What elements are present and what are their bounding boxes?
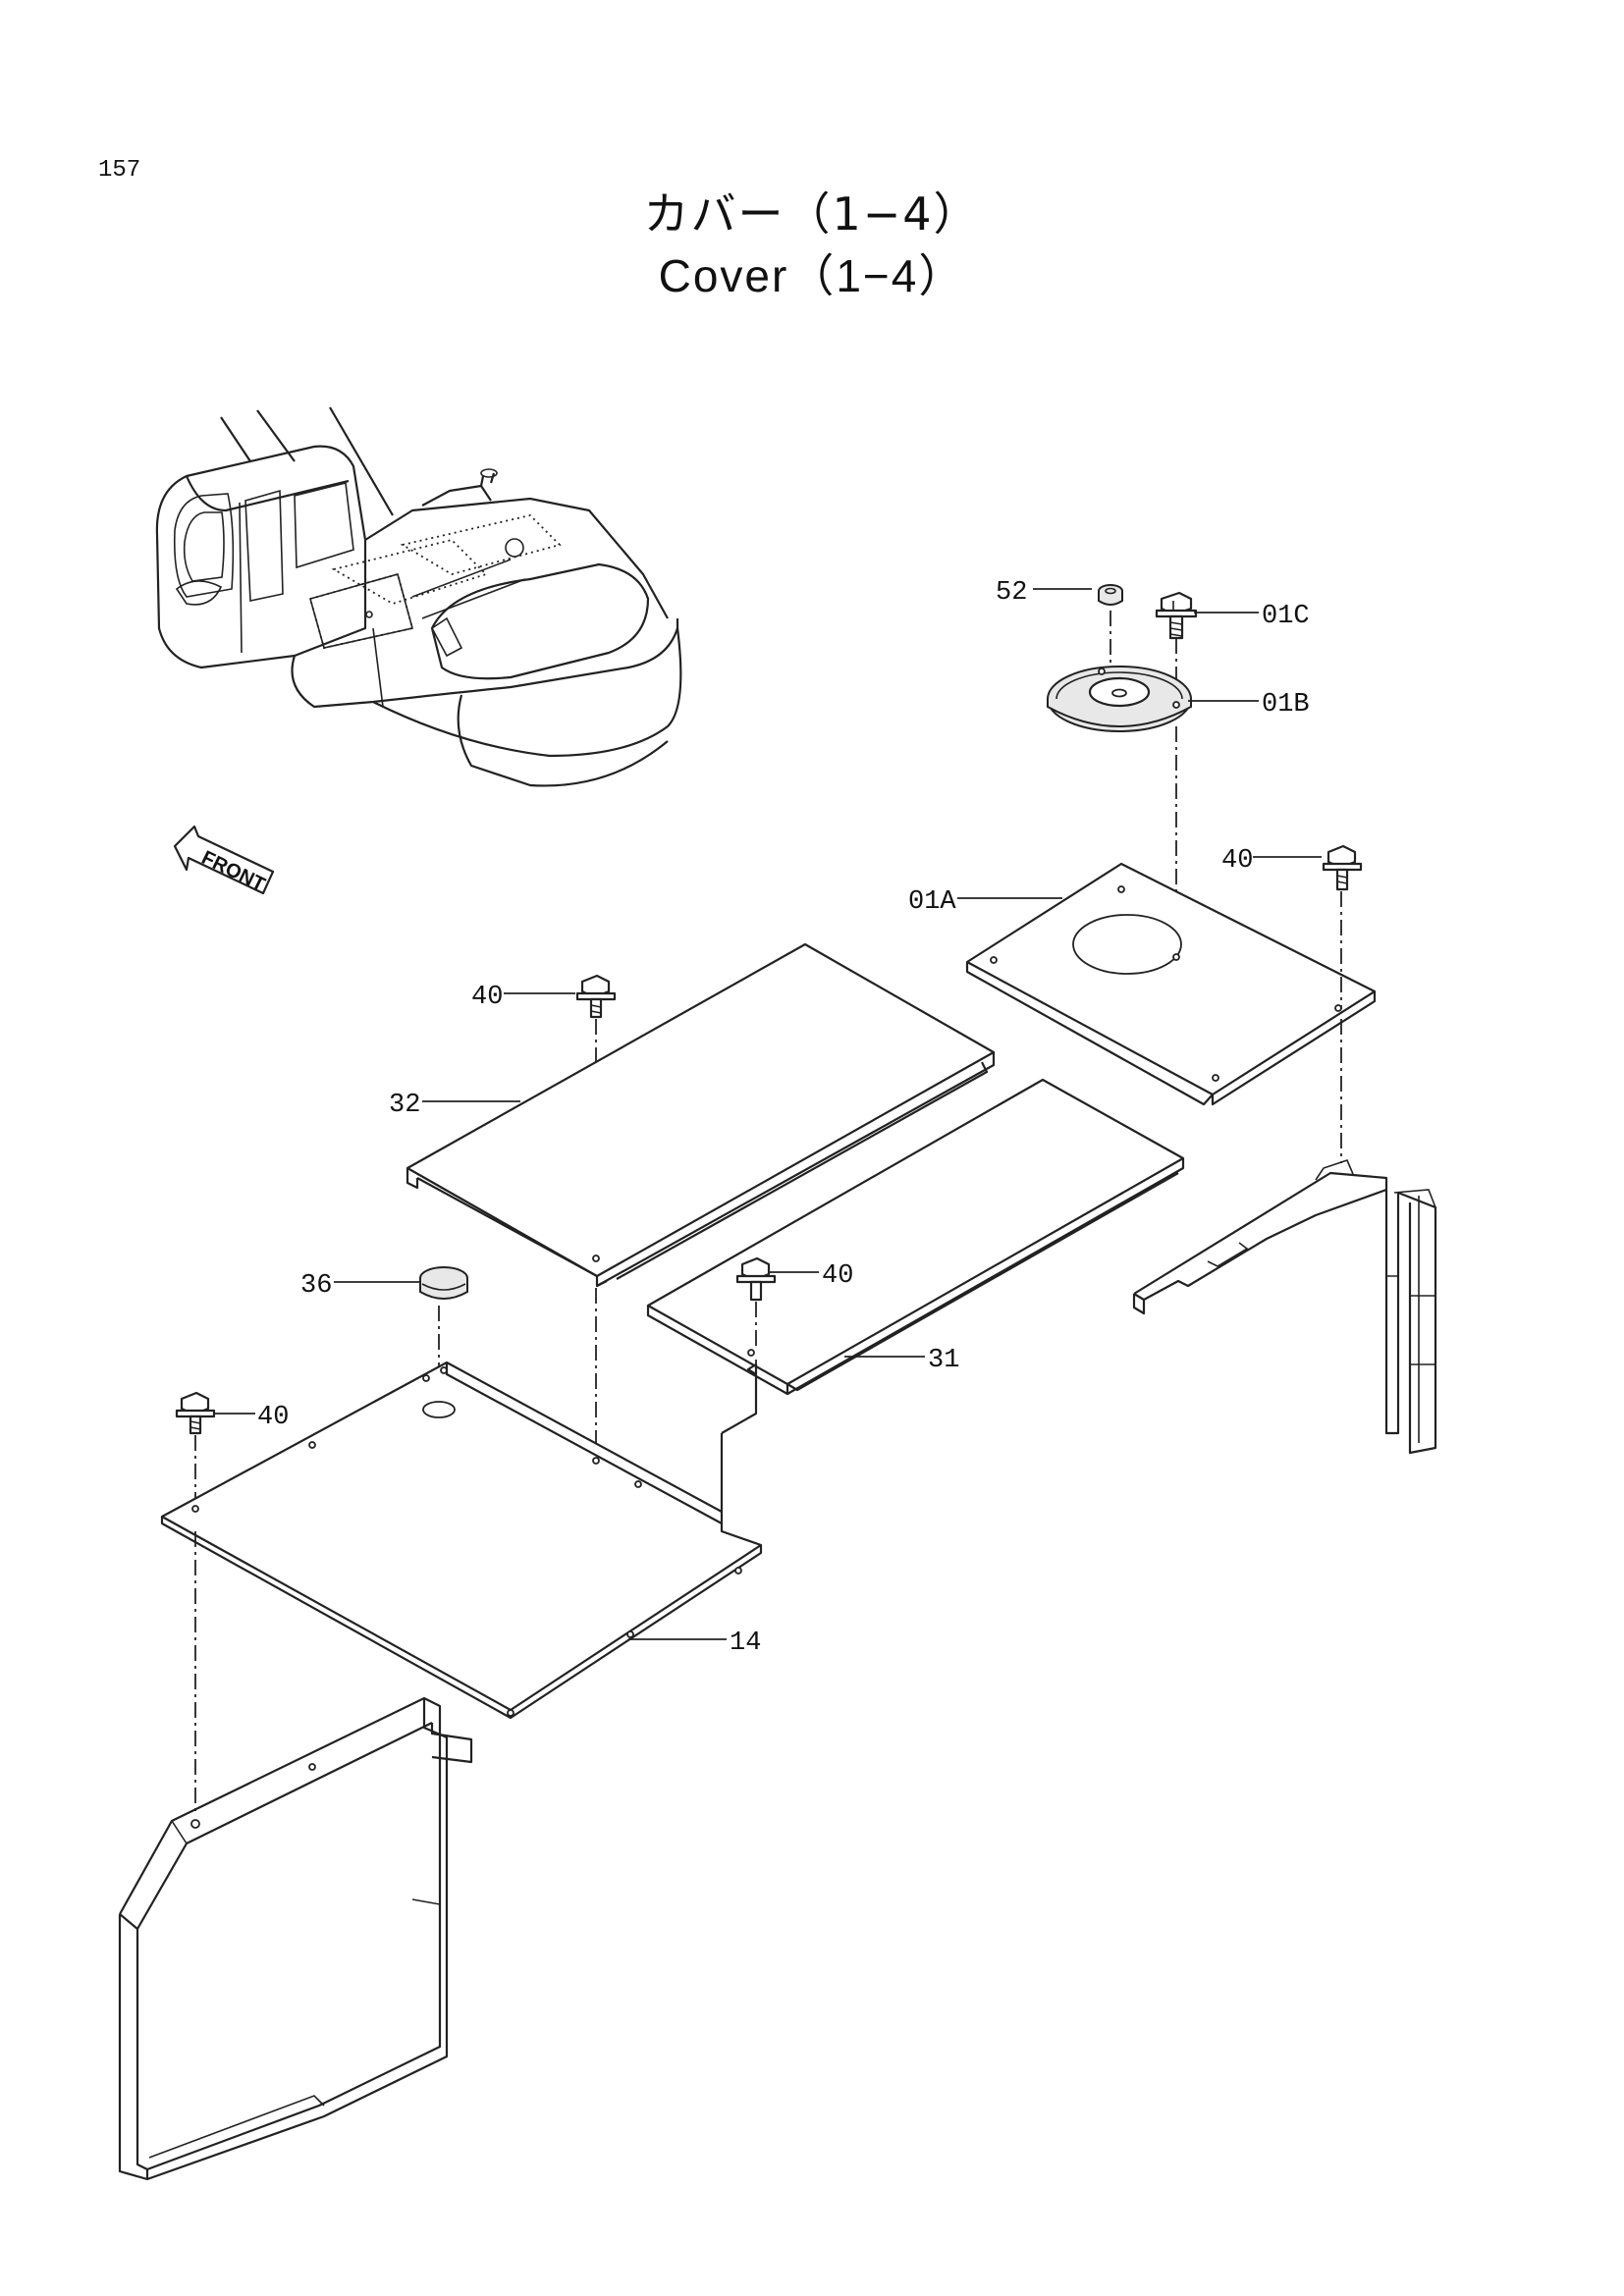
plug-part-52 xyxy=(1098,584,1123,606)
callout-40-middle: 40 xyxy=(822,1261,853,1291)
title-english: Cover（1−4） xyxy=(658,250,966,301)
title-japanese: カバー（1−4） xyxy=(643,187,981,240)
callout-40-upper: 40 xyxy=(471,983,503,1012)
callout-52: 52 xyxy=(996,578,1027,608)
page-number: 157 xyxy=(98,157,141,184)
callout-40-right: 40 xyxy=(1221,846,1253,876)
left-support-bracket xyxy=(118,1696,473,2181)
bolt-part-40-upper xyxy=(575,974,617,1019)
long-cover-part-32 xyxy=(406,942,996,1288)
callout-01c: 01C xyxy=(1262,602,1310,631)
callout-40-left: 40 xyxy=(257,1403,289,1432)
cap-part-36 xyxy=(419,1266,468,1300)
machine-overview-sketch xyxy=(155,406,682,787)
flange-plate-part-01b xyxy=(1047,666,1192,732)
cover-plate-part-01a xyxy=(965,862,1377,1106)
callout-31: 31 xyxy=(928,1346,959,1375)
bolt-part-01c xyxy=(1155,591,1198,640)
bolt-part-40-left xyxy=(175,1391,216,1435)
bolt-part-40-middle xyxy=(735,1256,777,1302)
callout-01a: 01A xyxy=(908,887,956,917)
bolt-part-40-right xyxy=(1322,844,1363,891)
callout-14: 14 xyxy=(730,1629,761,1658)
front-label: FRONT xyxy=(198,847,269,896)
callout-32: 32 xyxy=(389,1091,420,1120)
right-support-bracket xyxy=(1132,1159,1437,1455)
callout-01b: 01B xyxy=(1262,690,1310,720)
front-direction-arrow: FRONT xyxy=(173,825,275,896)
callout-36: 36 xyxy=(300,1271,332,1301)
floor-panel-part-14 xyxy=(160,1361,763,1720)
narrow-cover-part-31 xyxy=(646,1078,1185,1396)
